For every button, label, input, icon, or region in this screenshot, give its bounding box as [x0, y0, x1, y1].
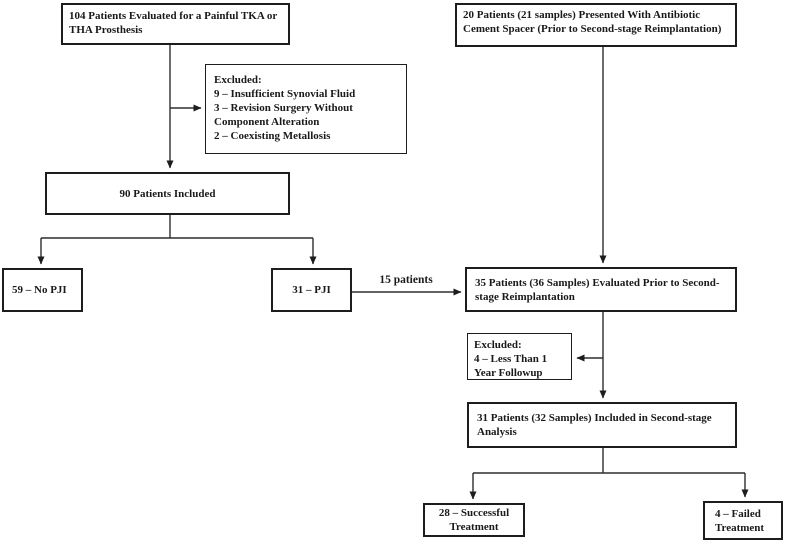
box-failed-treatment: 4 – Failed Treatment [703, 501, 783, 540]
box-excluded-initial: Excluded: 9 – Insufficient Synovial Flui… [205, 64, 407, 154]
excluded-initial-title: Excluded: [214, 74, 262, 86]
excluded-initial-item: 2 – Coexisting Metallosis [214, 130, 331, 142]
excluded-initial-item: 3 – Revision Surgery Without Component A… [214, 102, 353, 128]
box-pji: 31 – PJI [271, 268, 352, 312]
box-no-pji-text: 59 – No PJI [12, 284, 67, 296]
box-patients-included-text: 90 Patients Included [119, 187, 216, 200]
box-antibiotic-spacer-text: 20 Patients (21 samples) Presented With … [463, 9, 722, 35]
box-excluded-followup: Excluded: 4 – Less Than 1 Year Followup [467, 333, 572, 380]
excluded-initial-item: 9 – Insufficient Synovial Fluid [214, 88, 356, 100]
box-second-stage-eval: 35 Patients (36 Samples) Evaluated Prior… [465, 267, 737, 312]
box-pji-text: 31 – PJI [292, 284, 331, 296]
box-second-stage-eval-text: 35 Patients (36 Samples) Evaluated Prior… [475, 276, 720, 303]
box-patients-evaluated: 104 Patients Evaluated for a Painful TKA… [61, 3, 290, 45]
box-antibiotic-spacer: 20 Patients (21 samples) Presented With … [455, 3, 737, 47]
box-second-stage-analysis: 31 Patients (32 Samples) Included in Sec… [467, 402, 737, 448]
excluded-followup-title: Excluded: [474, 339, 522, 351]
box-failed-treatment-text: 4 – Failed Treatment [715, 507, 765, 534]
box-no-pji: 59 – No PJI [2, 268, 83, 312]
box-successful-treatment: 28 – Successful Treatment [423, 503, 525, 537]
box-patients-evaluated-text: 104 Patients Evaluated for a Painful TKA… [69, 10, 278, 36]
excluded-followup-item: 4 – Less Than 1 Year Followup [474, 353, 548, 379]
box-patients-included: 90 Patients Included [45, 172, 290, 215]
box-second-stage-analysis-text: 31 Patients (32 Samples) Included in Sec… [477, 412, 712, 438]
edge-label-15-patients: 15 patients [379, 274, 433, 286]
box-successful-treatment-text: 28 – Successful Treatment [438, 507, 510, 533]
